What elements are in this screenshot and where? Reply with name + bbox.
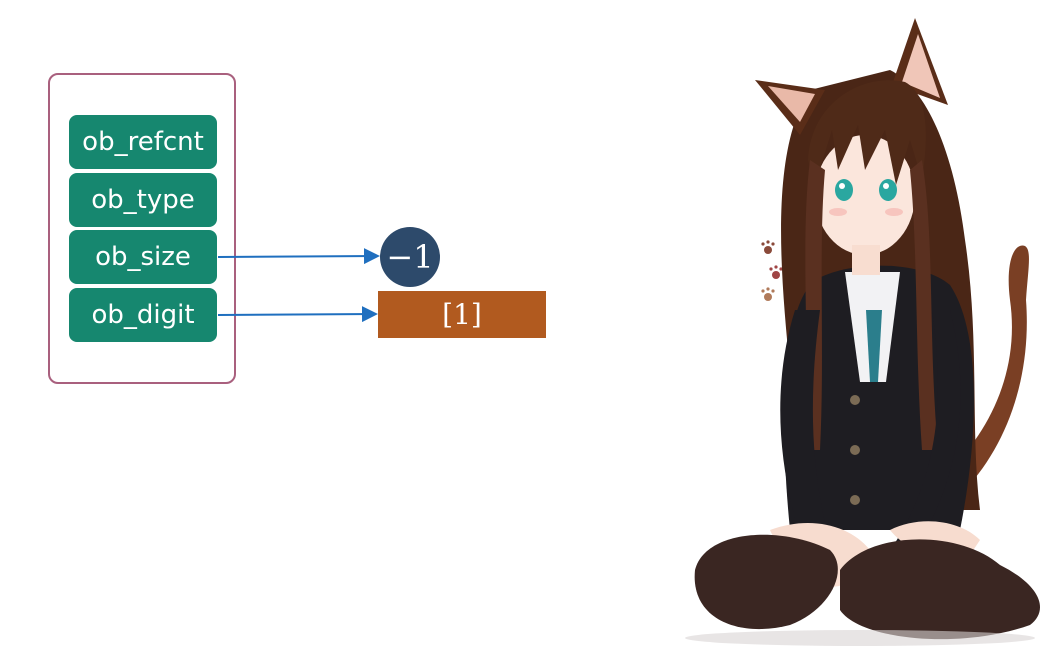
cat-ear-left-inner — [768, 86, 815, 122]
arrow-ob-size-to-value — [217, 248, 380, 265]
tie — [866, 310, 882, 382]
stocking-right — [840, 539, 1040, 640]
anime-catgirl-illustration — [685, 18, 1040, 646]
field-ob-refcnt: ob_refcnt — [68, 114, 218, 170]
hair-bangs — [808, 80, 926, 185]
ob-size-value: −1 — [380, 227, 440, 287]
ob-digit-array: [1] — [378, 291, 546, 338]
field-ob-size: ob_size — [68, 229, 218, 285]
eye-left — [835, 179, 853, 201]
cat-ear-right-inner — [902, 34, 940, 98]
stocking-left — [694, 534, 838, 630]
field-ob-type: ob_type — [68, 172, 218, 228]
field-ob-digit: ob_digit — [68, 287, 218, 343]
paw-prints — [761, 240, 783, 301]
arrow-ob-digit-to-array — [217, 306, 378, 323]
eye-right — [879, 179, 897, 201]
pylong-struct-box — [48, 73, 236, 384]
